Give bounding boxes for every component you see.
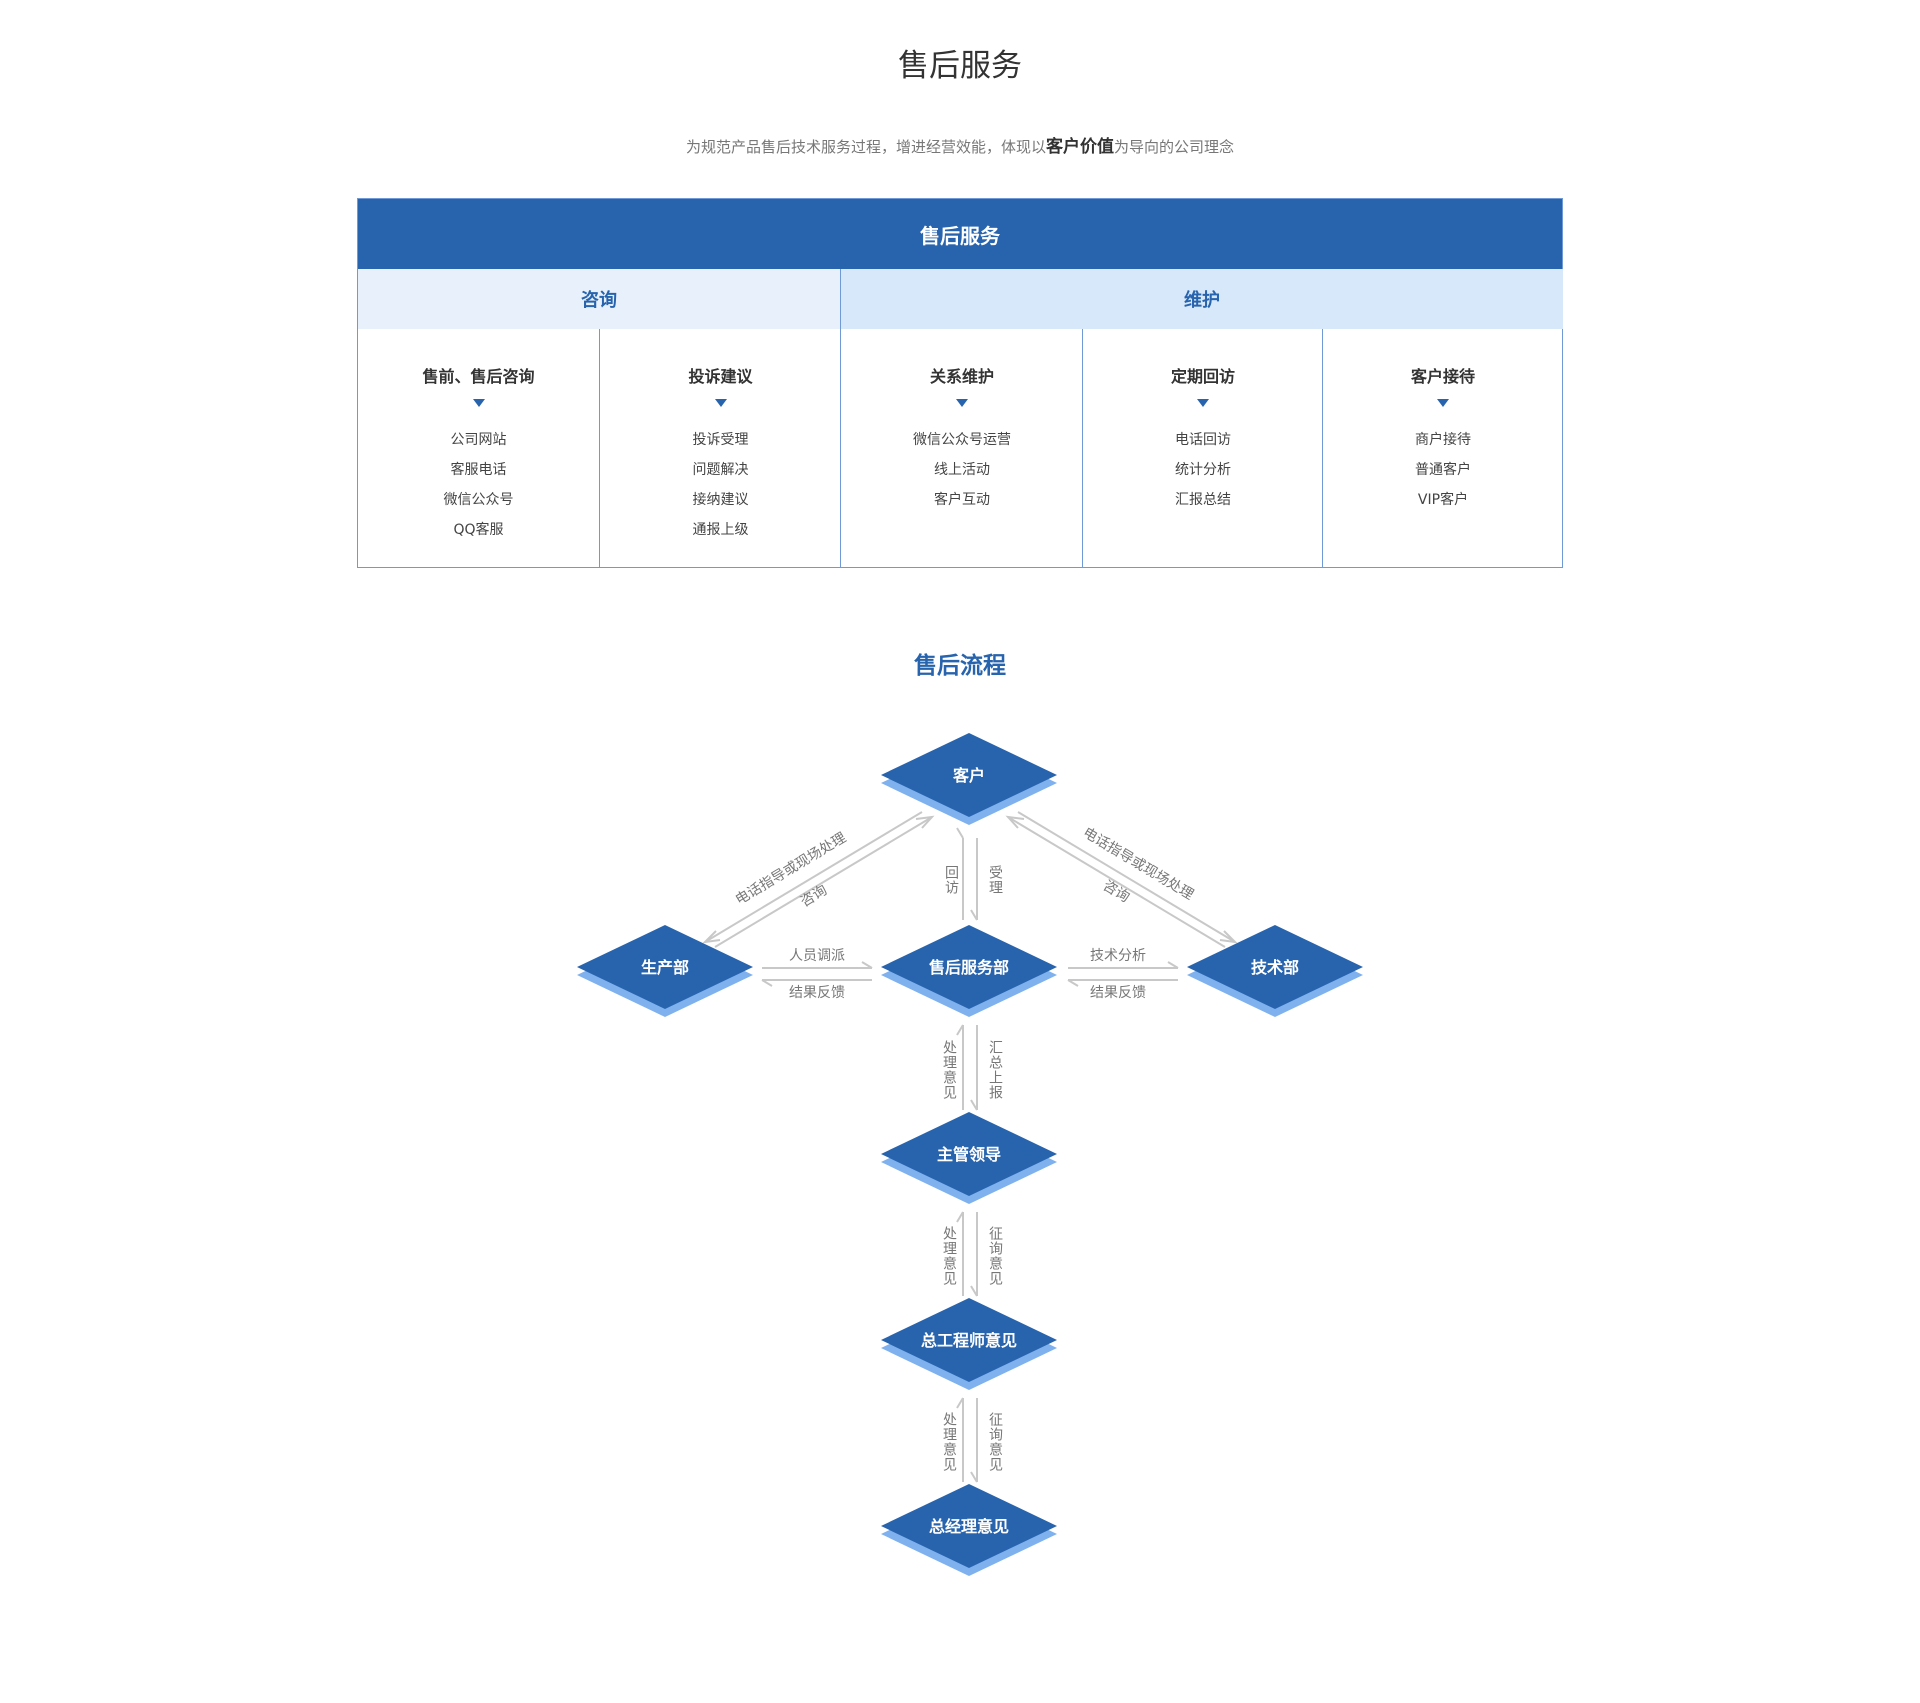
service-column-items: 公司网站客服电话微信公众号 QQ客服 [358,425,599,545]
node-diamond [1187,925,1363,1009]
flow-node-service: 售后服务部 [881,925,1057,1017]
service-item: 商户接待 [1415,432,1471,448]
service-item: 电话回访 [1175,432,1231,448]
service-column-items: 电话回访统计分析汇报总结 [1083,425,1323,515]
label-cust-right: 受理 [989,866,1003,897]
node-diamond [881,733,1057,817]
service-item: 客服电话 [450,462,507,478]
service-column: 定期回访电话回访统计分析汇报总结 [1082,329,1323,567]
service-item: 统计分析 [1175,462,1231,478]
node-label: 客户 [953,766,985,785]
node-label: 主管领导 [937,1145,1001,1164]
service-item: 汇报总结 [1175,492,1231,508]
service-item: 微信公众号运营 [913,432,1011,448]
service-column-title: 投诉建议 [688,367,753,386]
flow-node-general-manager: 总经理意见 [881,1484,1057,1576]
triangle-down-icon [714,399,727,407]
flow-title: 售后流程 [914,653,1006,679]
triangle-down-icon [472,399,485,407]
flow-node-supervisor: 主管领导 [881,1112,1057,1204]
service-column: 关系维护微信公众号运营线上活动客户互动 [840,329,1083,567]
intro-before: 为规范产品售后技术服务过程，增进经营效能，体现以 [685,138,1046,156]
node-diamond [881,1484,1057,1568]
label-prod-bottom: 结果反馈 [789,985,845,1001]
node-diamond [881,925,1057,1009]
flow-node-tech: 技术部 [1187,925,1363,1017]
label-prod-top: 人员调派 [789,948,845,964]
label-gm-left: 处理意见 [943,1413,957,1474]
node-label: 总经理意见 [929,1517,1009,1536]
intro-after: 为导向的公司理念 [1114,138,1235,156]
service-item: 微信公众号 [443,492,514,508]
service-item: 客户互动 [934,492,990,508]
node-label: 总工程师意见 [921,1331,1017,1350]
service-item: 接纳建议 [692,492,749,508]
flow-node-customer: 客户 [881,733,1057,825]
page-title: 售后服务 [898,48,1022,84]
flow-connectors [702,811,1238,1483]
triangle-down-icon [956,399,968,407]
service-table-header: 售后服务 [358,199,1562,269]
label-sup-left: 处理意见 [943,1041,957,1102]
label-sup-right: 汇总上报 [989,1041,1003,1102]
service-column-title: 客户接待 [1410,367,1475,386]
node-diamond [881,1298,1057,1382]
node-label: 售后服务部 [929,958,1009,977]
label-left-diag-inner: 咨询 [798,882,830,910]
service-item: 线上活动 [934,462,990,478]
service-column: 售前、售后咨询公司网站客服电话微信公众号 QQ客服 [358,329,599,567]
service-column-items: 投诉受理问题解决接纳建议通报上级 [600,425,841,545]
label-eng-right: 征询意见 [989,1227,1003,1288]
service-item: VIP客户 [1417,492,1469,508]
service-column-items: 微信公众号运营线上活动客户互动 [841,425,1083,515]
label-left-diag-outer: 电话指导或现场处理 [733,830,849,909]
service-column: 投诉建议投诉受理问题解决接纳建议通报上级 [599,329,841,567]
label-tech-top: 技术分析 [1090,948,1146,964]
node-diamond [881,1112,1057,1196]
service-item: 公司网站 [450,432,507,448]
label-eng-left: 处理意见 [943,1227,957,1288]
service-item: 投诉受理 [692,432,749,448]
triangle-down-icon [1437,399,1449,407]
node-label: 技术部 [1251,958,1299,977]
label-cust-left: 回访 [945,866,959,897]
service-item: QQ客服 [453,522,504,538]
flow-node-chief-engineer: 总工程师意见 [881,1298,1057,1390]
label-right-diag-outer: 电话指导或现场处理 [1080,825,1196,904]
label-gm-right: 征询意见 [989,1413,1003,1474]
service-column-title: 定期回访 [1170,367,1235,386]
category-consult: 咨询 [358,269,840,329]
service-item: 问题解决 [692,462,749,478]
label-right-diag-inner: 咨询 [1100,878,1132,906]
triangle-down-icon [1197,399,1209,407]
service-column: 客户接待商户接待普通客户 VIP客户 [1322,329,1563,567]
service-item: 普通客户 [1415,462,1471,478]
intro-text: 为规范产品售后技术服务过程，增进经营效能，体现以客户价值为导向的公司理念 [0,132,1920,157]
label-tech-bottom: 结果反馈 [1090,985,1146,1001]
category-maintain: 维护 [840,269,1563,329]
service-column-title: 售前、售后咨询 [422,367,535,386]
service-column-title: 关系维护 [929,367,994,386]
node-diamond [577,925,753,1009]
service-column-items: 商户接待普通客户 VIP客户 [1323,425,1563,515]
flow-node-production: 生产部 [577,925,753,1017]
service-item: 通报上级 [692,522,749,538]
intro-highlight: 客户价值 [1046,137,1114,157]
node-label: 生产部 [641,958,689,977]
